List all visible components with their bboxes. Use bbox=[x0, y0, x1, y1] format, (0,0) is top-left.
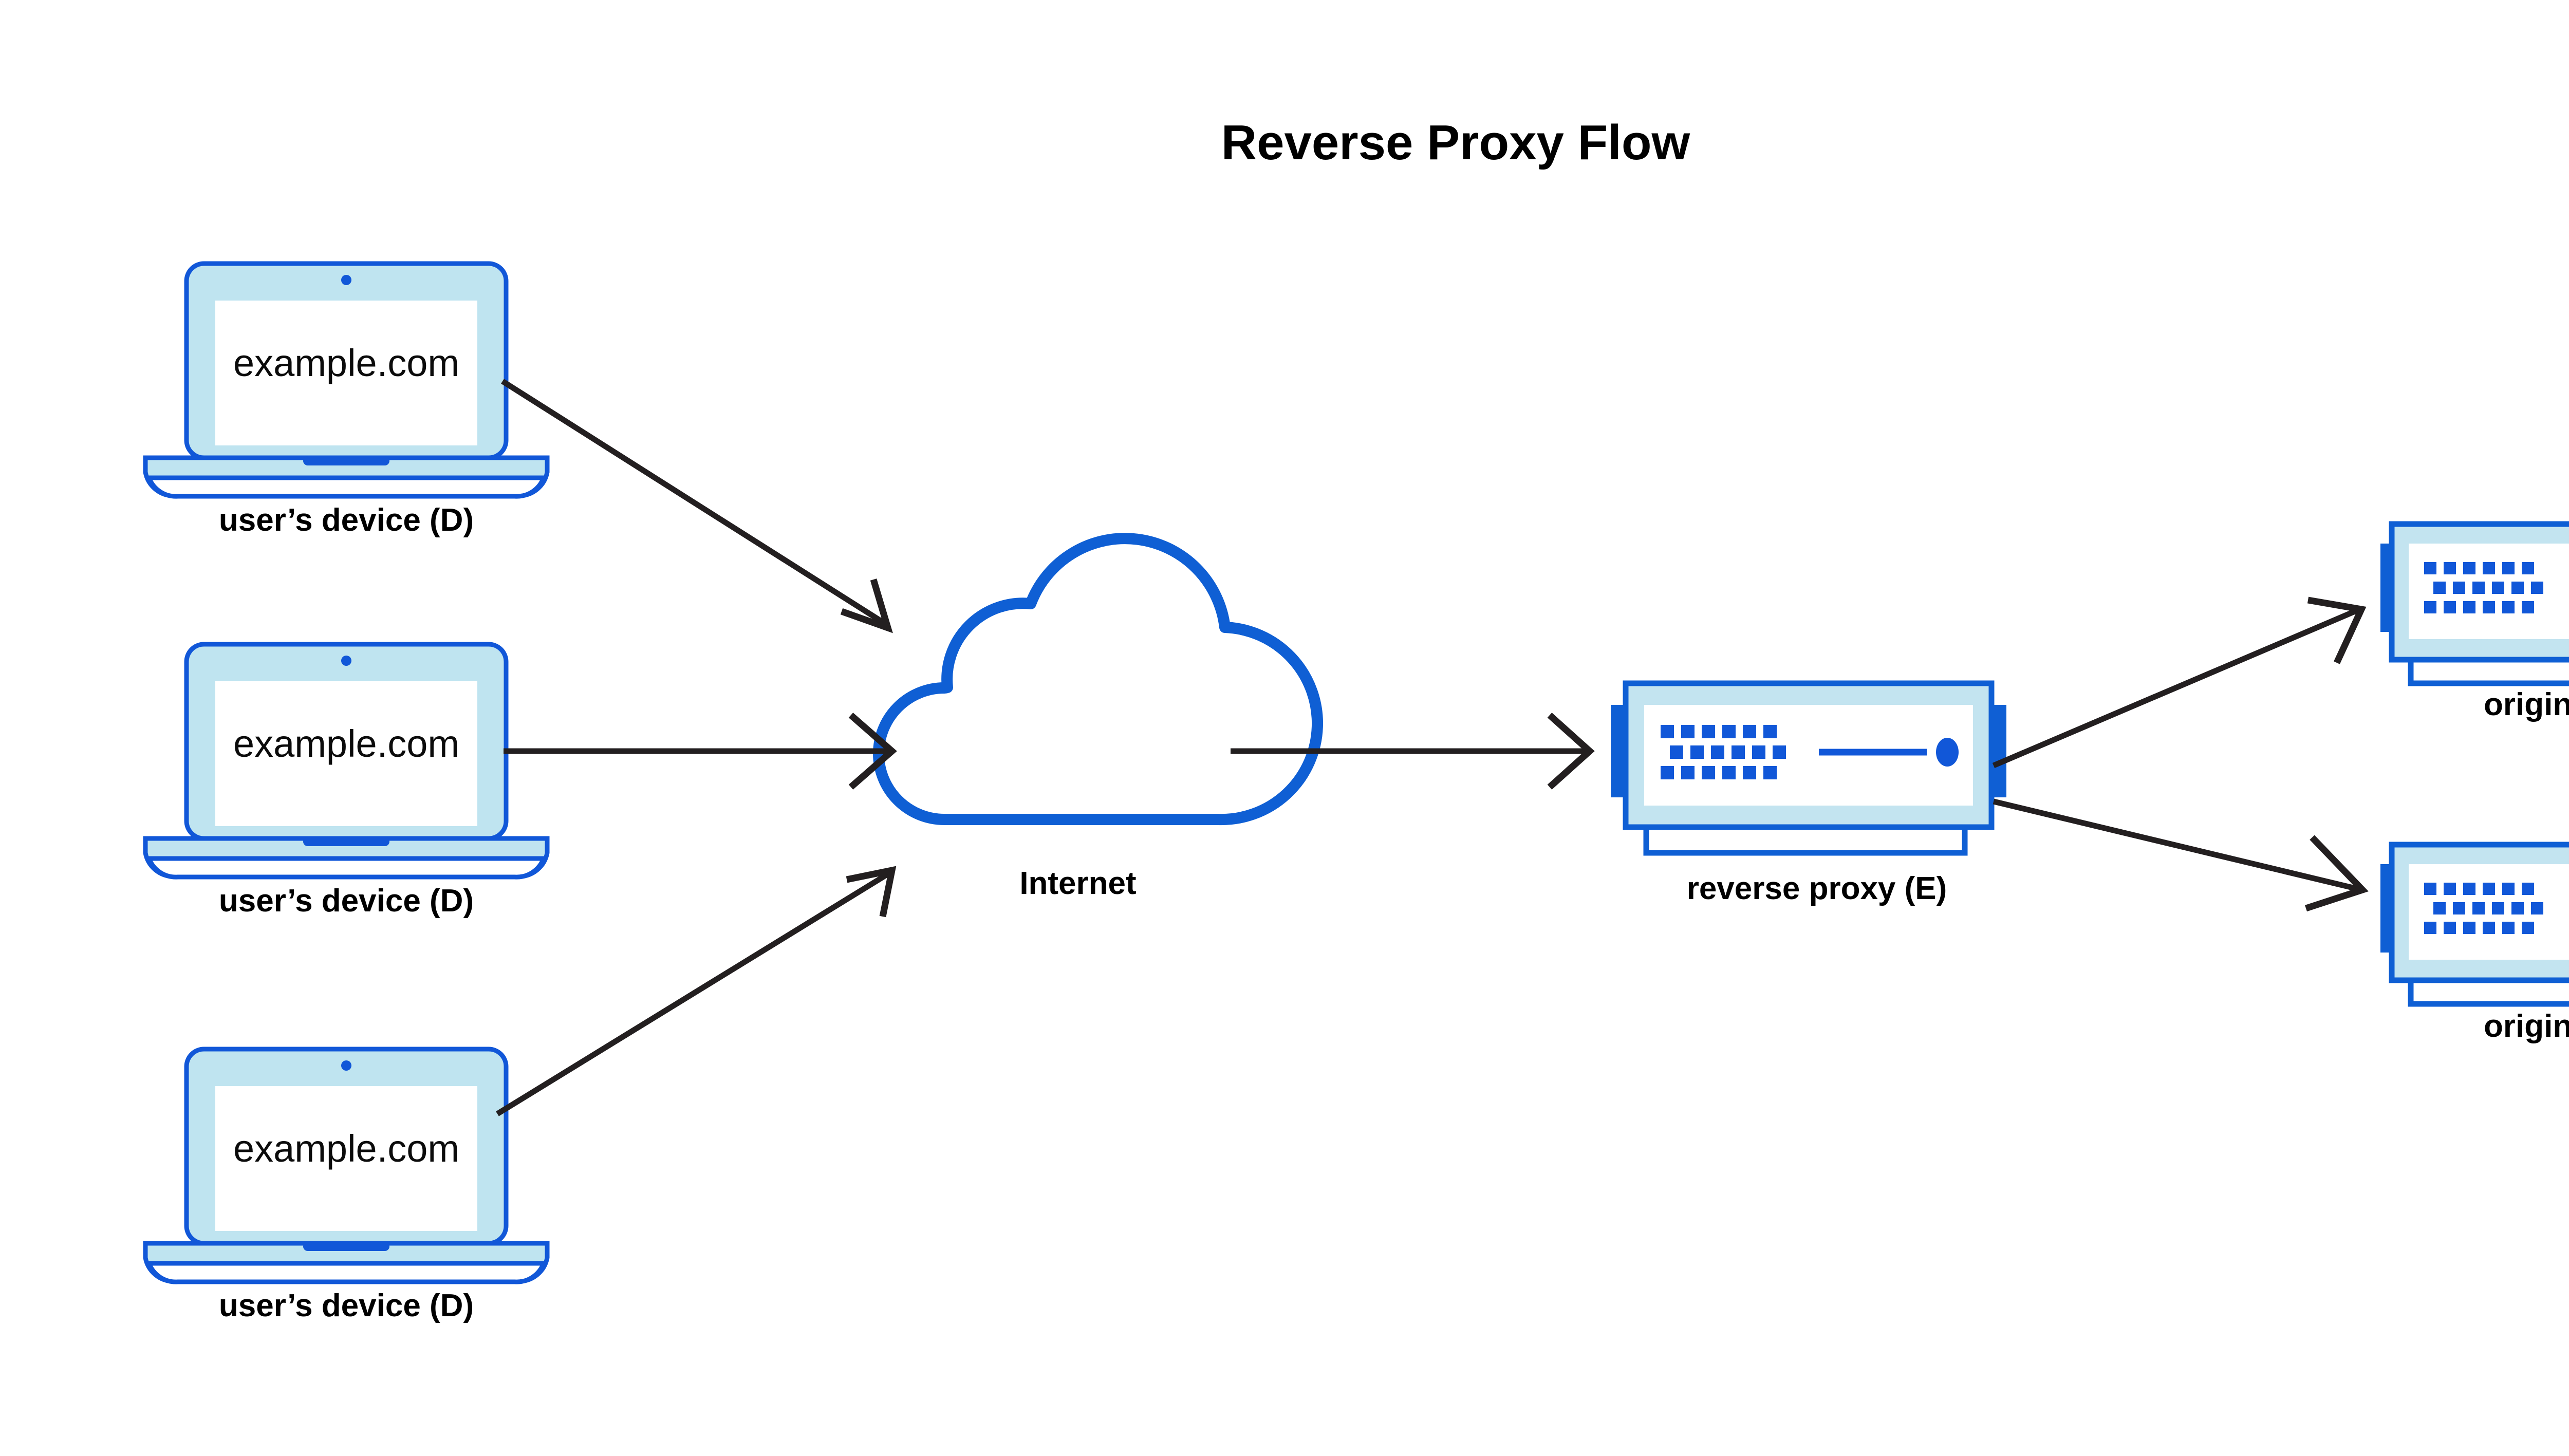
arrow-internet-to-proxy bbox=[1231, 713, 1595, 790]
server-port-grid bbox=[1661, 725, 1786, 779]
camera-icon bbox=[341, 656, 351, 666]
internet-cloud[interactable]: Internet bbox=[873, 533, 1324, 901]
camera-icon bbox=[341, 275, 351, 285]
arrow-client2-to-internet bbox=[504, 713, 897, 790]
screen-url-text: example.com bbox=[233, 342, 459, 384]
laptop-trackpad-notch bbox=[303, 1242, 389, 1251]
screen-url-text: example.com bbox=[233, 1127, 459, 1170]
origin-server-1-node[interactable]: origin server (F) bbox=[2380, 521, 2569, 722]
cloud-icon bbox=[873, 533, 1324, 826]
server-faceplate bbox=[2409, 544, 2569, 639]
laptop-base-lip bbox=[145, 1261, 547, 1284]
client-device-1[interactable]: example.com user’s device (D) bbox=[143, 261, 550, 538]
client-device-2[interactable]: example.com user’s device (D) bbox=[143, 642, 550, 919]
arrow-client3-to-internet bbox=[496, 866, 897, 1116]
origin-server-1-label: origin server (F) bbox=[2484, 687, 2569, 722]
laptop-screen bbox=[215, 1086, 477, 1231]
client-device-1-label: user’s device (D) bbox=[219, 502, 474, 538]
internet-label: Internet bbox=[1019, 866, 1136, 901]
laptop-trackpad-notch bbox=[303, 837, 389, 846]
laptop-trackpad-notch bbox=[303, 456, 389, 465]
page-title: Reverse Proxy Flow bbox=[1221, 115, 1690, 170]
origin-server-2-label: origin server (F) bbox=[2484, 1009, 2569, 1044]
laptop-screen bbox=[215, 301, 477, 445]
laptop-base-lip bbox=[145, 475, 547, 499]
server-led-icon bbox=[1936, 738, 1959, 767]
laptop-screen bbox=[215, 681, 477, 826]
client-device-3-label: user’s device (D) bbox=[219, 1288, 474, 1323]
arrow-proxy-to-origin2 bbox=[1993, 798, 2369, 912]
reverse-proxy-node[interactable]: reverse proxy (E) bbox=[1611, 680, 2006, 906]
screen-url-text: example.com bbox=[233, 722, 459, 765]
reverse-proxy-label: reverse proxy (E) bbox=[1687, 871, 1947, 906]
arrow-client1-to-internet bbox=[501, 379, 893, 633]
camera-icon bbox=[341, 1060, 351, 1071]
laptop-base-lip bbox=[145, 856, 547, 880]
server-port-grid bbox=[2424, 562, 2543, 613]
client-device-2-label: user’s device (D) bbox=[219, 883, 474, 919]
arrow-proxy-to-origin1 bbox=[1992, 596, 2367, 769]
server-port-grid bbox=[2424, 883, 2543, 934]
origin-server-2-node[interactable]: origin server (F) bbox=[2380, 842, 2569, 1044]
server-faceplate bbox=[2409, 864, 2569, 960]
client-device-3[interactable]: example.com user’s device (D) bbox=[143, 1047, 550, 1323]
